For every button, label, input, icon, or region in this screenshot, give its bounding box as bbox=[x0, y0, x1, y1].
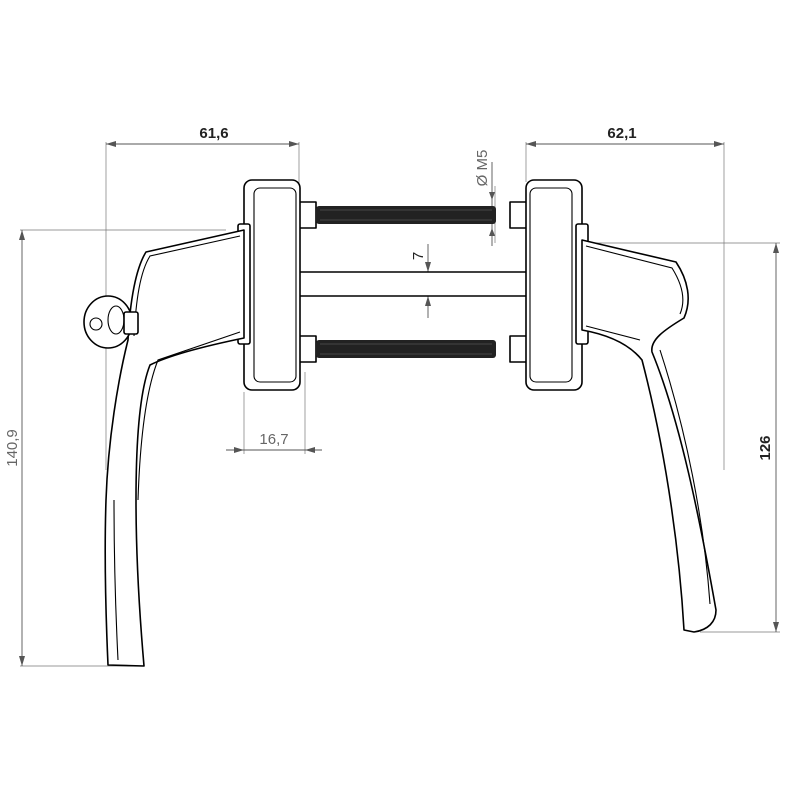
dimension-line-left-width bbox=[106, 141, 299, 147]
dimension-line-right-height bbox=[773, 243, 779, 632]
left-rose bbox=[237, 179, 301, 391]
dim-left-width: 61,6 bbox=[199, 125, 228, 142]
dim-spindle: 7 bbox=[410, 252, 427, 260]
dim-right-height: 126 bbox=[757, 435, 774, 460]
dimension-line-left-height bbox=[19, 230, 25, 666]
key-lock-icon bbox=[83, 295, 139, 349]
screw-bottom bbox=[297, 335, 529, 363]
dimension-line-right-width bbox=[526, 141, 724, 147]
spindle-bar bbox=[297, 271, 529, 297]
dimension-line-rose-depth bbox=[226, 447, 322, 453]
dim-left-height: 140,9 bbox=[4, 429, 21, 467]
screw-top bbox=[297, 201, 529, 229]
dim-rose-depth: 16,7 bbox=[259, 431, 288, 448]
dim-right-width: 62,1 bbox=[607, 125, 636, 142]
right-handle bbox=[581, 239, 717, 633]
dimension-line-thread bbox=[489, 162, 495, 246]
right-rose bbox=[525, 179, 589, 391]
left-handle bbox=[104, 229, 245, 667]
dim-thread: Ø M5 bbox=[474, 150, 491, 187]
